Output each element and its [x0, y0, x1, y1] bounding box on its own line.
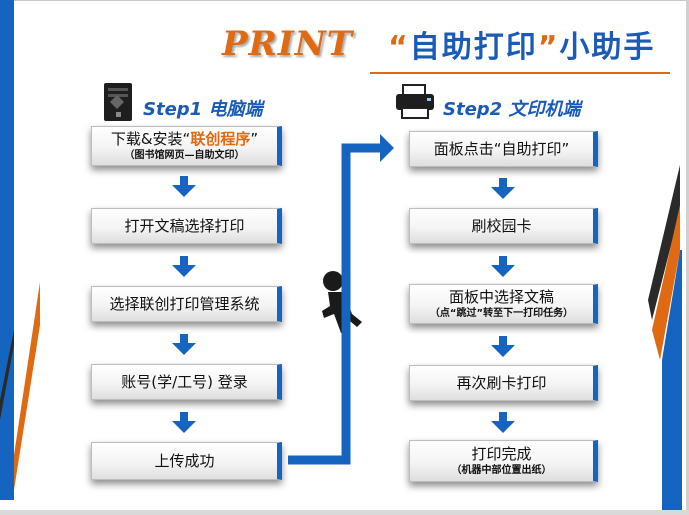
step2-box-swipe-again-text: 再次刷卡打印: [456, 373, 547, 392]
step2-box-select-document: 面板中选择文稿 （点“跳过”转至下一打印任务）: [409, 284, 598, 324]
step1-box-open-print-text: 打开文稿选择打印: [124, 216, 245, 235]
step1-box-login-text: 账号(学/工号) 登录: [121, 372, 248, 391]
title-underline: [370, 72, 670, 74]
frame-top-edge: [0, 0, 689, 1]
step1-box-login: 账号(学/工号) 登录: [91, 364, 282, 400]
title-main: 自助打印: [409, 30, 538, 65]
step1-box-open-print: 打开文稿选择打印: [91, 208, 282, 244]
step2-box-panel-click-text: 面板点击“自助打印”: [433, 139, 570, 158]
page-title: “自助打印”小助手: [388, 22, 655, 66]
right-dark-stripe: [648, 165, 680, 320]
download-quote-close: ”: [250, 129, 259, 148]
title-quote-open: “: [388, 30, 410, 65]
step1-box-select-system-text: 选择联创打印管理系统: [109, 294, 260, 313]
program-name-highlight: 联创程序: [190, 129, 251, 148]
step2-box-complete-text: 打印完成: [471, 444, 532, 463]
frame-right-edge: [686, 0, 689, 515]
connector-arrowhead: [380, 134, 394, 162]
connector-path: [288, 143, 380, 465]
step2-box-swipe-again: 再次刷卡打印: [409, 365, 598, 401]
step1-label: Step1 电脑端: [143, 99, 263, 120]
step2-box-swipe-card: 刷校园卡: [409, 208, 598, 244]
step2-box-complete-sub: （机器中部位置出纸）: [451, 464, 552, 476]
print-title: PRINT: [222, 24, 354, 64]
frame-bottom-edge: [0, 510, 689, 515]
step2-box-select-document-text: 面板中选择文稿: [448, 287, 554, 306]
download-text: 下载&安装“: [110, 129, 191, 148]
title-quote-close: ”: [537, 30, 560, 65]
title-suffix: 小助手: [559, 30, 656, 65]
step1-box-download-title: 下载&安装“联创程序”: [111, 130, 258, 149]
step1-box-upload-success: 上传成功: [91, 442, 282, 480]
left-orange-stripe: [14, 282, 40, 490]
printer-icon: [396, 84, 434, 119]
right-orange-stripe: [652, 205, 680, 360]
step2-box-complete: 打印完成 （机器中部位置出纸）: [409, 440, 598, 482]
right-blue-stripe-top: [662, 250, 682, 360]
step2-box-select-document-sub: （点“跳过”转至下一打印任务）: [429, 307, 574, 319]
step2-box-panel-click: 面板点击“自助打印”: [409, 131, 598, 167]
step1-box-select-system: 选择联创打印管理系统: [91, 286, 282, 322]
computer-tower-icon: [104, 83, 132, 121]
step1-box-download: 下载&安装“联创程序” （图书馆网页—自助文印）: [91, 126, 282, 166]
step1-box-upload-success-text: 上传成功: [154, 451, 215, 470]
step2-box-swipe-card-text: 刷校园卡: [471, 216, 532, 235]
left-blue-stripe: [0, 0, 14, 500]
step2-label: Step2 文印机端: [443, 99, 581, 120]
left-dark-stripe: [0, 330, 14, 420]
right-blue-stripe: [662, 360, 682, 510]
step1-box-download-sub: （图书馆网页—自助文印）: [124, 149, 245, 161]
